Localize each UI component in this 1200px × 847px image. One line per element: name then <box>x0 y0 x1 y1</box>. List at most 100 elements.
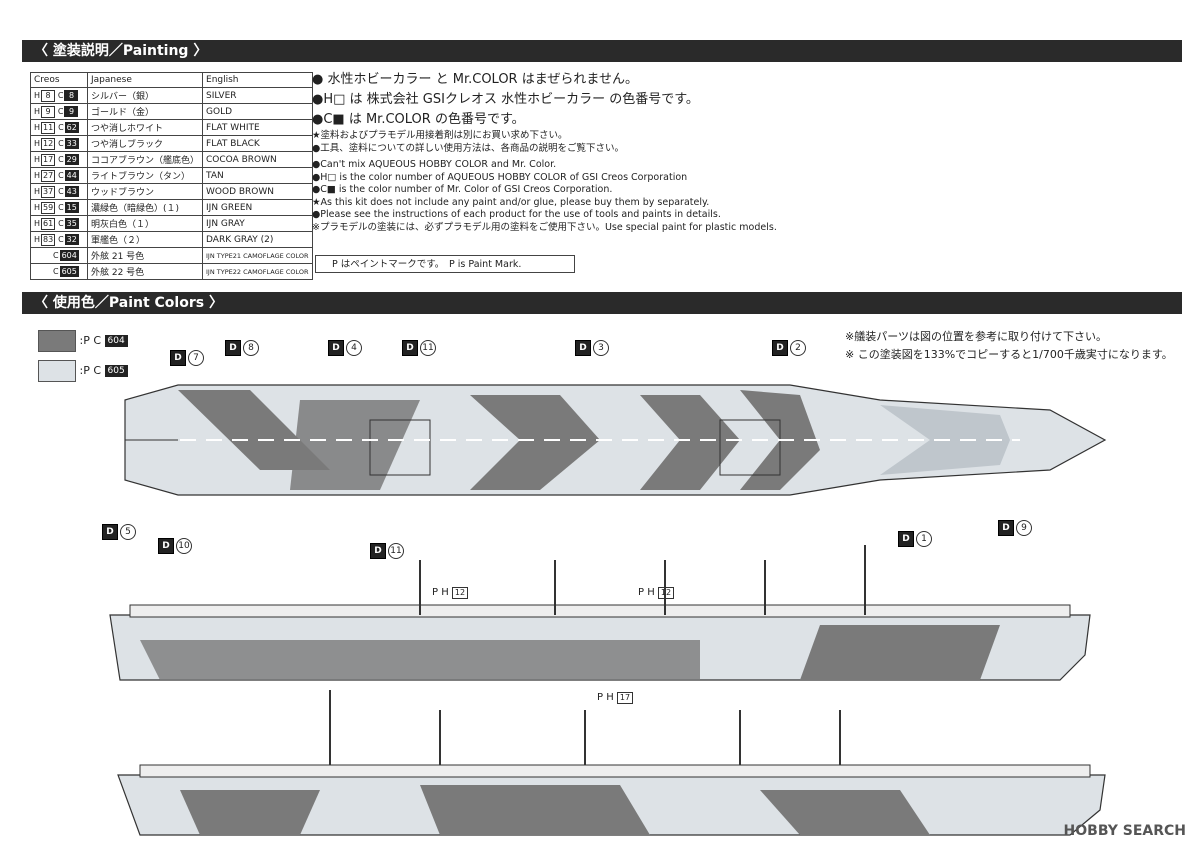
note-en-2: ●H□ is the color number of AQUEOUS HOBBY… <box>312 171 688 183</box>
japanese-name: 外舷 22 号色 <box>86 263 204 280</box>
h-prefix: H <box>34 90 41 100</box>
h-code: 8 <box>41 89 56 102</box>
legend-prefix: :P C <box>79 334 102 347</box>
c-code: 44 <box>64 169 79 181</box>
english-name: SILVER <box>202 87 313 104</box>
color-table-header: Creos Japanese English <box>30 72 313 88</box>
c-code: 43 <box>64 185 79 197</box>
right-note-2: ※ この塗装図を133%でコピーすると1/700千歳実寸になります。 <box>845 348 1173 361</box>
header-english: English <box>202 72 313 88</box>
ship-side-view-2 <box>117 690 1106 836</box>
c-code: 8 <box>64 89 79 101</box>
note-jp-6: ※プラモデルの塗装には、必ずプラモデル用の塗料をご使用下さい。Use speci… <box>312 221 777 233</box>
c-prefix: C <box>57 90 64 100</box>
paint-mark-h12-a: P H 12 <box>432 587 469 599</box>
painting-notes: ● 水性ホビーカラー と Mr.COLOR はまぜられません。 ●H□ は 株式… <box>312 70 872 234</box>
note-jp-1: ● 水性ホビーカラー と Mr.COLOR はまぜられません。 <box>312 72 638 87</box>
painting-section-header: 〈 塗装説明／Painting 〉 <box>22 40 1182 62</box>
note-en-3: ●C■ is the color number of Mr. Color of … <box>312 184 613 195</box>
c-code: 604 <box>59 250 79 261</box>
english-name: WOOD BROWN <box>202 183 313 200</box>
c-prefix: C <box>58 170 64 180</box>
japanese-name: つや消しブラック <box>86 135 204 152</box>
c-prefix: C <box>58 154 64 164</box>
c-code: 33 <box>64 137 79 149</box>
h-prefix: H <box>34 202 41 212</box>
h-code: 12 <box>41 137 56 150</box>
note-jp-5: ●工具、塗料についての詳しい使用方法は、各商品の説明をご覧下さい。 <box>312 142 625 154</box>
h-prefix: H <box>34 106 41 116</box>
c-prefix: C <box>58 234 64 244</box>
note-en-1: ●Can't mix AQUEOUS HOBBY COLOR and Mr. C… <box>312 159 557 170</box>
swatch-604 <box>38 330 76 352</box>
c-prefix: C <box>58 186 64 196</box>
legend-605: :P C 605 <box>38 360 128 382</box>
japanese-name: ココアブラウン（艦底色） <box>86 151 204 168</box>
h-prefix: H <box>34 186 41 196</box>
header-creos: Creos <box>30 72 88 88</box>
h-prefix: H <box>34 234 41 244</box>
english-name: IJN GREEN <box>202 199 313 216</box>
english-name: GOLD <box>202 103 313 120</box>
c-prefix: C <box>58 138 64 148</box>
note-jp-3: ●C■ は Mr.COLOR の色番号です。 <box>312 112 525 127</box>
swatch-605 <box>38 360 76 382</box>
h-code: 27 <box>41 169 56 182</box>
legend-prefix: :P C <box>79 364 102 377</box>
right-note-1: ※艤装パーツは図の位置を参考に取り付けて下さい。 <box>845 330 1107 343</box>
japanese-name: ウッドブラウン <box>86 183 204 200</box>
h-prefix: H <box>34 154 41 164</box>
english-name: FLAT BLACK <box>202 135 313 152</box>
c-code: 605 <box>59 266 79 277</box>
legend-code-605: 605 <box>104 365 128 377</box>
h-code: 59 <box>41 201 56 214</box>
c-prefix: C <box>58 218 64 228</box>
c-prefix: C <box>53 251 59 260</box>
english-name: TAN <box>202 167 313 184</box>
japanese-name: 軍艦色（２） <box>86 231 204 248</box>
header-japanese: Japanese <box>86 72 204 88</box>
english-name: IJN TYPE22 CAMOFLAGE COLOR <box>202 263 313 280</box>
c-code: 29 <box>64 153 79 165</box>
h-code: 9 <box>41 105 56 118</box>
note-en-5: ●Please see the instructions of each pro… <box>312 209 721 220</box>
h-code: 11 <box>41 121 56 134</box>
ship-top-view <box>124 384 1107 496</box>
english-name: IJN GRAY <box>202 215 313 232</box>
english-name: COCOA BROWN <box>202 151 313 168</box>
paint-mark-h17: P H 17 <box>597 692 634 704</box>
english-name: IJN TYPE21 CAMOFLAGE COLOR <box>202 247 313 264</box>
ship-side-view-1 <box>109 545 1091 681</box>
paint-mark-h12-b: P H 12 <box>638 587 675 599</box>
c-code: 35 <box>64 217 79 229</box>
hobby-search-watermark: HOBBY SEARCH <box>1063 823 1186 839</box>
c-prefix: C <box>57 106 64 116</box>
note-jp-2: ●H□ は 株式会社 GSIクレオス 水性ホビーカラー の色番号です。 <box>312 92 699 107</box>
japanese-name: シルバー（銀） <box>86 87 204 104</box>
